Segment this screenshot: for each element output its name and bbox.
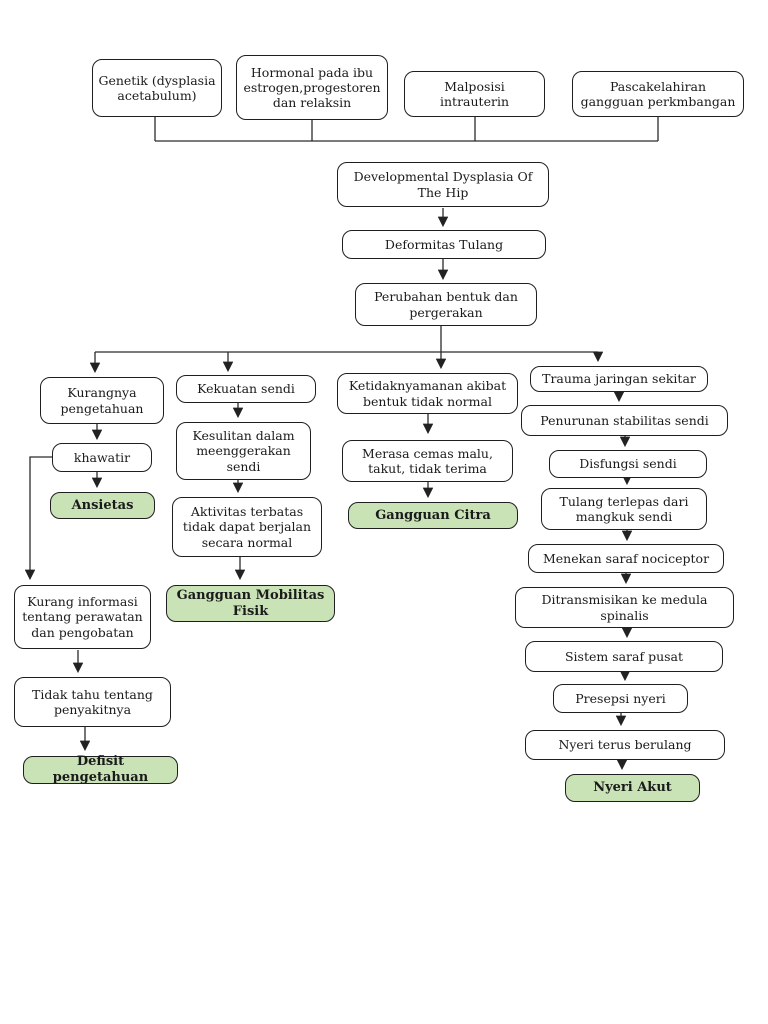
node-kurangnya-pengetahuan: Kurangnya pengetahuan: [40, 377, 164, 424]
node-sistem-saraf-pusat: Sistem saraf pusat: [525, 641, 723, 672]
node-khawatir: khawatir: [52, 443, 152, 472]
node-tulang-terlepas: Tulang terlepas dari mangkuk sendi: [541, 488, 707, 530]
node-nyeri-terus-berulang: Nyeri terus berulang: [525, 730, 725, 760]
node-perubahan: Perubahan bentuk dan pergerakan: [355, 283, 537, 326]
node-aktivitas-terbatas: Aktivitas terbatas tidak dapat berjalan …: [172, 497, 322, 557]
node-ansietas: Ansietas: [50, 492, 155, 519]
node-genetik: Genetik (dysplasia acetabulum): [92, 59, 222, 117]
node-deformitas: Deformitas Tulang: [342, 230, 546, 259]
node-nyeri-akut: Nyeri Akut: [565, 774, 700, 802]
node-ditransmisikan: Ditransmisikan ke medula spinalis: [515, 587, 734, 628]
node-kekuatan-sendi: Kekuatan sendi: [176, 375, 316, 403]
node-pascakelahiran: Pascakelahiran gangguan perkmbangan: [572, 71, 744, 117]
node-gangguan-mobilitas-fisik: Gangguan Mobilitas Fisik: [166, 585, 335, 622]
node-ddh: Developmental Dysplasia Of The Hip: [337, 162, 549, 207]
node-ketidaknyamanan: Ketidaknyamanan akibat bentuk tidak norm…: [337, 373, 518, 414]
node-disfungsi-sendi: Disfungsi sendi: [549, 450, 707, 478]
node-tidak-tahu: Tidak tahu tentang penyakitnya: [14, 677, 171, 727]
node-malposisi: Malposisi intrauterin: [404, 71, 545, 117]
node-presepsi-nyeri: Presepsi nyeri: [553, 684, 688, 713]
node-gangguan-citra: Gangguan Citra: [348, 502, 518, 529]
node-kesulitan: Kesulitan dalam meenggerakan sendi: [176, 422, 311, 480]
node-menekan-saraf: Menekan saraf nociceptor: [528, 544, 724, 573]
node-hormonal: Hormonal pada ibu estrogen,progestoren d…: [236, 55, 388, 120]
node-defisit-pengetahuan: Defisit pengetahuan: [23, 754, 178, 785]
node-merasa-cemas: Merasa cemas malu, takut, tidak terima: [342, 440, 513, 482]
node-penurunan-stabilitas: Penurunan stabilitas sendi: [521, 405, 728, 436]
node-kurang-informasi: Kurang informasi tentang perawatan dan p…: [14, 585, 151, 649]
node-trauma-jaringan: Trauma jaringan sekitar: [530, 366, 708, 392]
